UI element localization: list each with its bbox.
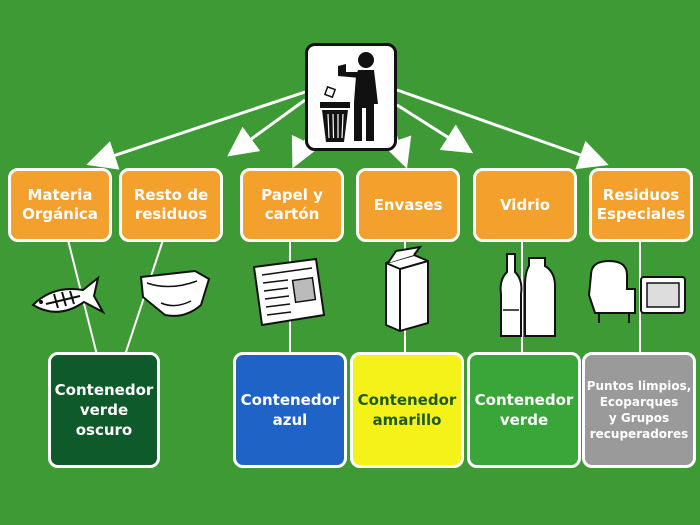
arrow-materia bbox=[86, 90, 306, 170]
container-verde: Contenedor verde bbox=[467, 352, 581, 468]
arrow-especiales bbox=[396, 88, 609, 170]
category-envases: Envases bbox=[356, 168, 460, 242]
category-vidrio: Vidrio bbox=[473, 168, 577, 242]
fish-bone-icon bbox=[31, 275, 106, 315]
container-verde-oscuro: Contenedor verde oscuro bbox=[48, 352, 160, 468]
arrow-resto bbox=[227, 98, 306, 157]
container-puntos-limpios: Puntos limpios, Ecoparques y Grupos recu… bbox=[582, 352, 696, 468]
trash-bin-person-icon bbox=[305, 43, 397, 151]
container-amarillo: Contenedor amarillo bbox=[350, 352, 464, 468]
category-resto-residuos: Resto de residuos bbox=[119, 168, 223, 242]
bottles-icon bbox=[499, 253, 556, 337]
category-residuos-especiales: Residuos Especiales bbox=[589, 168, 693, 242]
arrow-vidrio bbox=[396, 103, 474, 154]
newspaper-icon bbox=[252, 257, 326, 327]
carton-icon bbox=[385, 245, 429, 333]
category-papel-carton: Papel y cartón bbox=[240, 168, 344, 242]
container-azul: Contenedor azul bbox=[233, 352, 347, 468]
armchair-tv-icon bbox=[587, 259, 686, 323]
diaper-icon bbox=[139, 269, 211, 317]
category-materia-organica: Materia Orgánica bbox=[8, 168, 112, 242]
